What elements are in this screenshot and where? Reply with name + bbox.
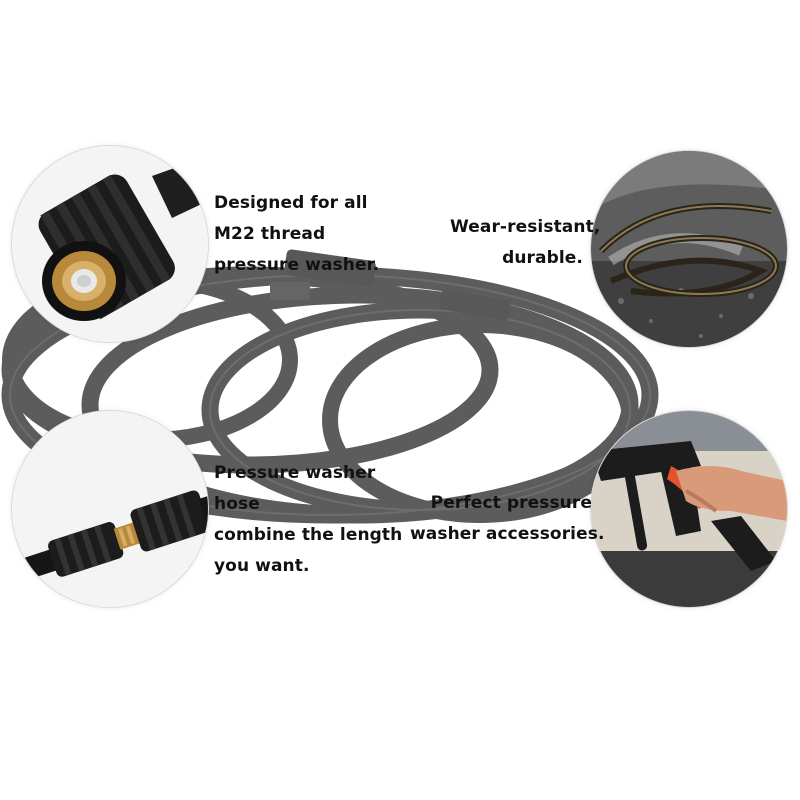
caption-line: Pressure washer <box>214 463 376 483</box>
caption-line: Wear-resistant, <box>450 217 601 237</box>
caption-line: Designed for all <box>214 193 368 213</box>
wet-ground-hose-photo <box>590 150 788 348</box>
caption-line: combine the length <box>214 525 403 545</box>
hose-coupler-closeup <box>11 410 209 608</box>
caption-line: hose <box>214 494 260 514</box>
caption-line: durable. <box>502 248 583 268</box>
caption-line: Perfect pressure <box>430 493 592 513</box>
caption-line: washer accessories. <box>410 524 605 544</box>
caption-line: M22 thread <box>214 224 326 244</box>
m22-fitting-closeup <box>11 145 209 343</box>
spray-gun-photo <box>590 410 788 608</box>
caption-wear-resistant: Wear-resistant, durable. <box>450 212 601 274</box>
caption-combine-length: Pressure washer hose combine the length … <box>214 458 402 582</box>
caption-m22-compatibility: Designed for all M22 thread pressure was… <box>214 188 379 281</box>
caption-line: pressure washer. <box>214 255 380 275</box>
caption-accessories: Perfect pressure washer accessories. <box>410 488 605 550</box>
caption-line: you want. <box>214 556 310 576</box>
